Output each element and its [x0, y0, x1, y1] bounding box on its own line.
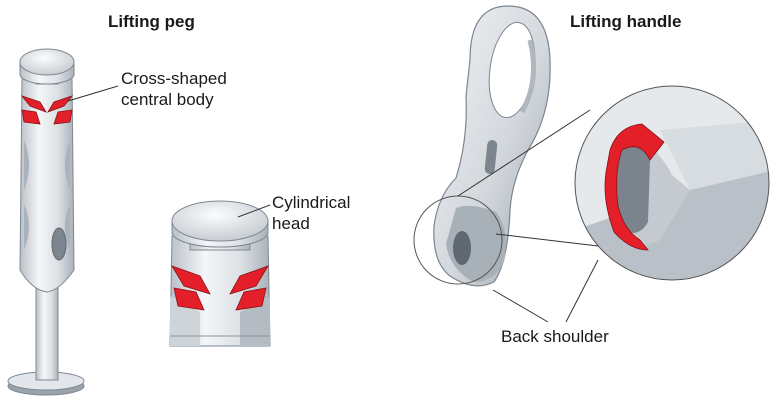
handle-zoom-detail	[575, 86, 770, 290]
peg-head-detail-illustration	[170, 201, 270, 346]
head-label-line2: head	[272, 214, 310, 233]
back-shoulder-leader-right	[566, 260, 598, 322]
handle-title: Lifting handle	[570, 12, 681, 31]
back-shoulder-label: Back shoulder	[501, 327, 609, 346]
lifting-handle-illustration	[414, 6, 550, 286]
zoom-connector-bottom	[496, 234, 598, 246]
cross-body-label-line1: Cross-shaped	[121, 69, 227, 88]
cross-body-leader	[68, 86, 118, 101]
head-label-line1: Cylindrical	[272, 193, 350, 212]
cross-body-label-line2: central body	[121, 90, 214, 109]
back-shoulder-leader-left	[493, 290, 548, 322]
lifting-peg-illustration	[8, 49, 84, 395]
peg-title: Lifting peg	[108, 12, 195, 31]
